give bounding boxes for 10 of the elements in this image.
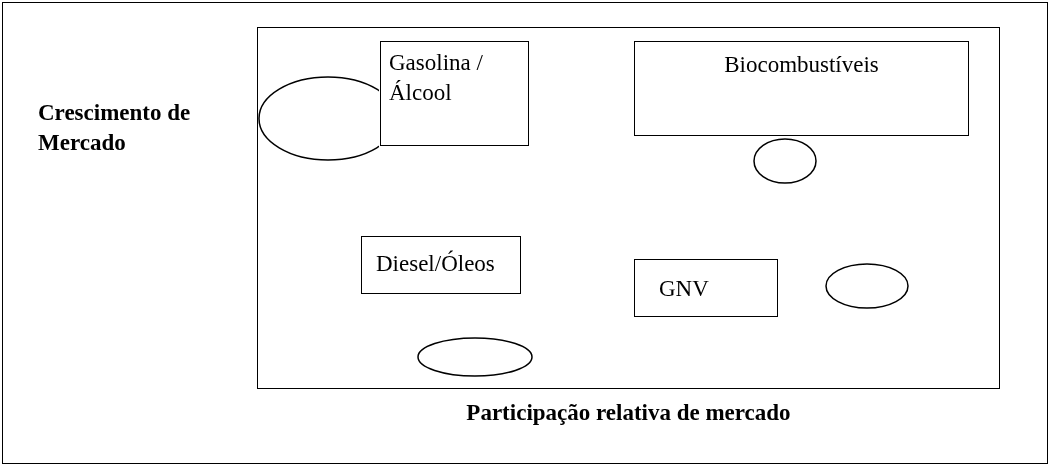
matrix-box (257, 27, 1000, 389)
label-box: Biocombustíveis (634, 41, 969, 136)
label-box: Diesel/Óleos (361, 236, 521, 294)
axis-title: Participação relativa de mercado (465, 399, 792, 427)
label-box: Gasolina / Álcool (380, 41, 529, 146)
axis-title: Crescimento de Mercado (38, 99, 192, 157)
empty-ellipse (825, 263, 909, 309)
label-box: GNV (634, 259, 778, 317)
empty-ellipse (417, 337, 533, 377)
empty-ellipse (753, 138, 817, 184)
